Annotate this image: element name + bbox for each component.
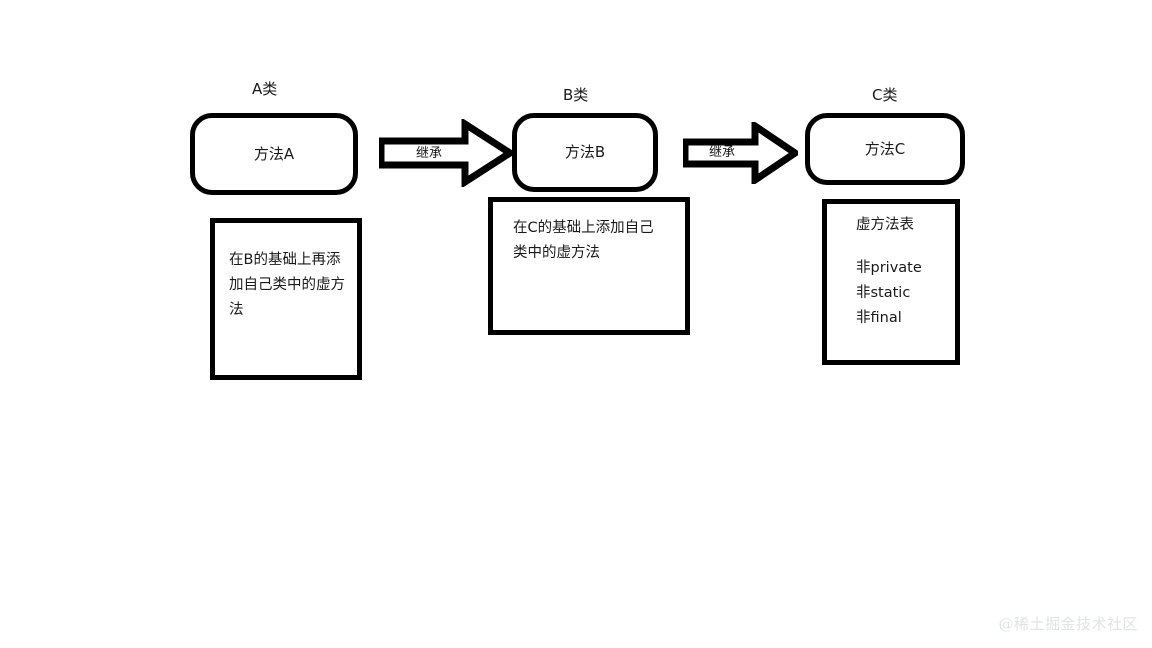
note-line: 在B的基础上再添 (229, 252, 341, 268)
inheritance-arrow-2-label: 继承 (709, 145, 736, 160)
inheritance-arrow-1-label: 继承 (416, 146, 443, 161)
vtable-title: 虚方法表 (856, 217, 914, 233)
vtable-item: 非static (856, 285, 911, 301)
method-box-c[interactable]: 方法C (805, 113, 965, 185)
vtable-item: 非private (856, 260, 922, 276)
note-line: 类中的虚方法 (513, 245, 600, 261)
arrow-right-icon (379, 119, 513, 187)
method-label-b: 方法B (564, 143, 606, 161)
note-box-a-text: 在B的基础上再添 加自己类中的虚方 法 (229, 248, 351, 323)
note-box-a[interactable] (210, 218, 362, 380)
class-caption-a: A类 (252, 80, 278, 98)
method-box-b[interactable]: 方法B (512, 113, 658, 192)
note-line: 法 (229, 302, 244, 318)
method-label-c: 方法C (864, 139, 906, 158)
inheritance-arrow-2 (683, 122, 798, 184)
vtable-items: 非private 非static 非final (856, 256, 922, 331)
vtable-item: 非final (856, 310, 902, 326)
note-line: 在C的基础上添加自己 (513, 220, 654, 236)
vtable-box[interactable] (822, 199, 960, 365)
watermark: @稀土掘金技术社区 (998, 615, 1138, 633)
class-caption-c: C类 (872, 86, 898, 104)
note-box-b-text: 在C的基础上添加自己 类中的虚方法 (513, 216, 683, 266)
method-box-a[interactable]: 方法A (190, 113, 358, 195)
note-box-b[interactable] (488, 197, 690, 335)
inheritance-arrow-1 (379, 119, 513, 187)
method-label-a: 方法A (253, 144, 295, 163)
class-caption-b: B类 (563, 86, 589, 104)
arrow-right-icon (683, 122, 798, 184)
note-line: 加自己类中的虚方 (229, 277, 345, 293)
